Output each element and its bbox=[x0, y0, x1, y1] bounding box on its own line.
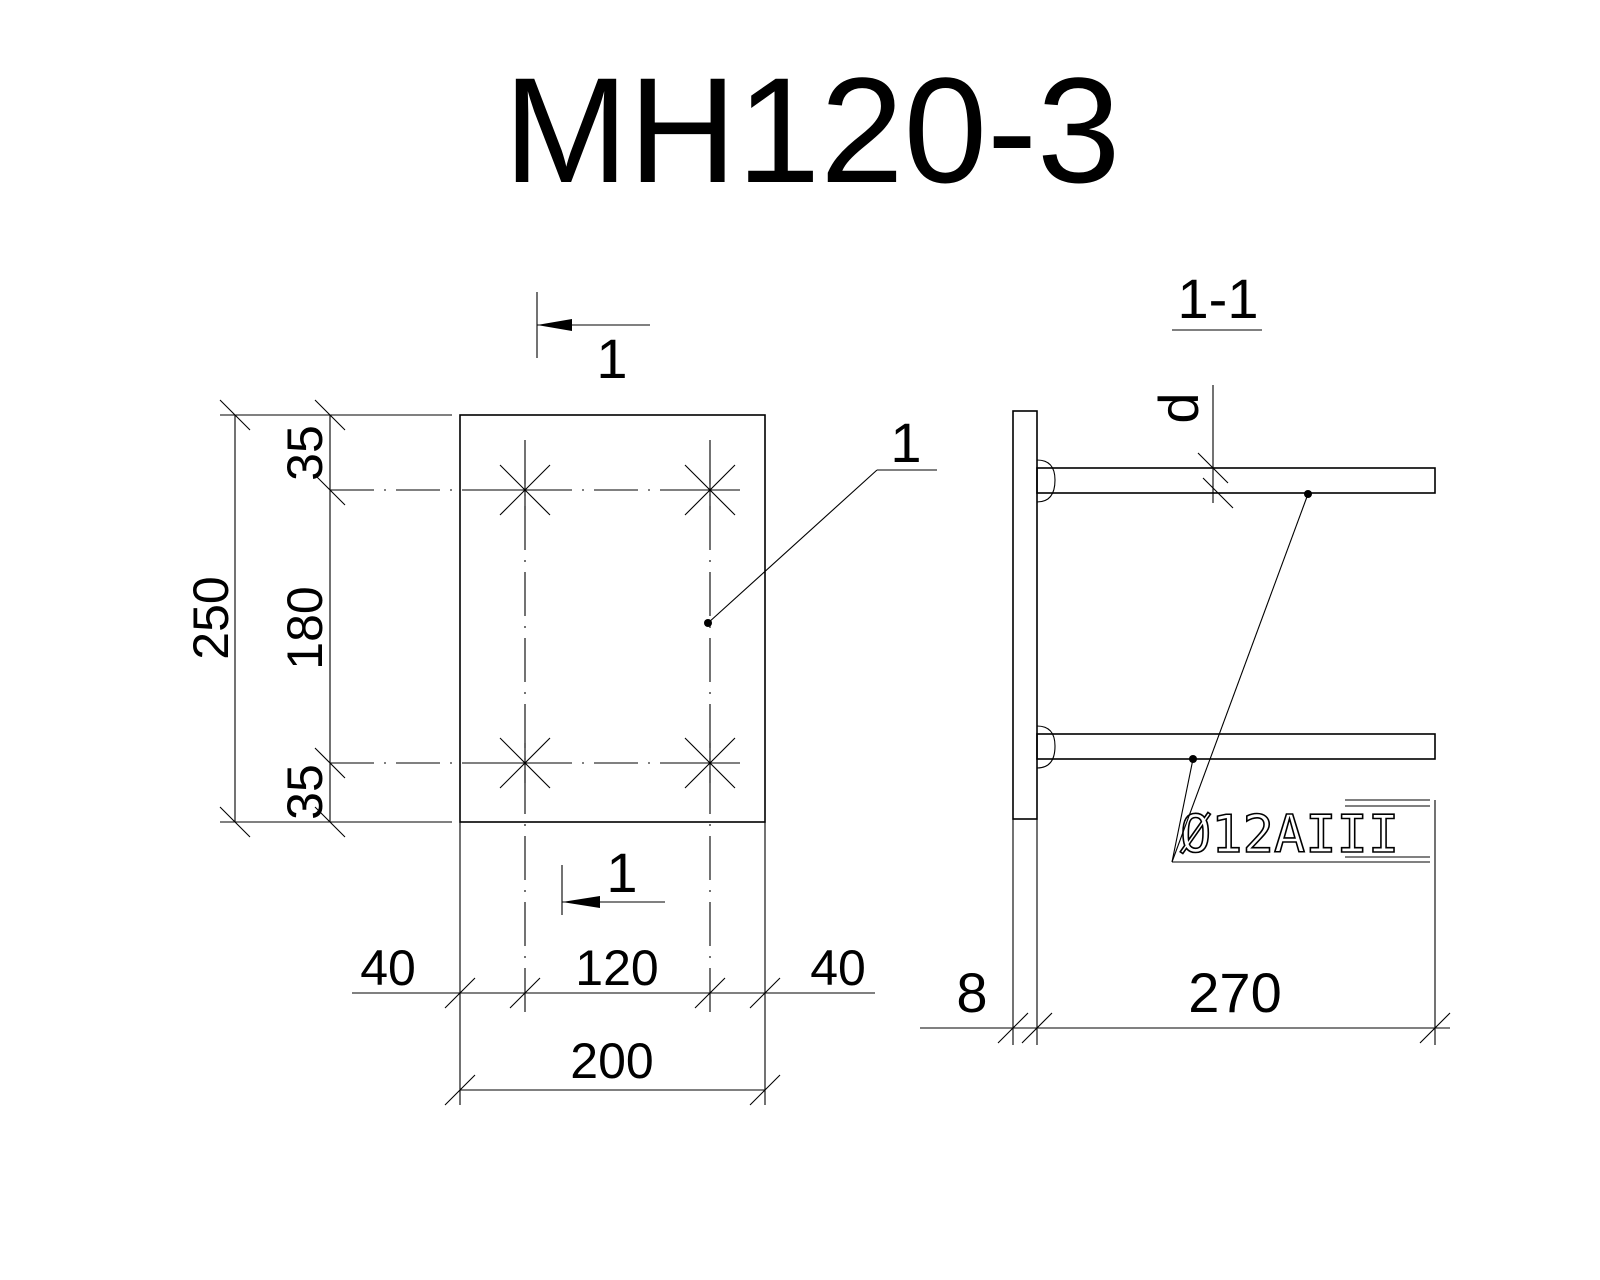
dim-vertical-outer bbox=[219, 399, 452, 838]
dim-left-edge: 40 bbox=[360, 940, 416, 996]
dim-right-edge: 40 bbox=[810, 940, 866, 996]
svg-text:1: 1 bbox=[596, 327, 627, 390]
section-title: 1-1 bbox=[1178, 267, 1259, 330]
dim-plate-thickness: 8 bbox=[956, 961, 987, 1024]
embed-plate-outline bbox=[459, 414, 766, 823]
dim-horizontal-inner bbox=[352, 822, 875, 1105]
dim-vertical-inner bbox=[314, 399, 346, 838]
dim-bottom-edge: 35 bbox=[277, 764, 333, 820]
anchor-symbol-top-right bbox=[684, 464, 736, 516]
dim-bar-spacing-horizontal: 120 bbox=[575, 940, 658, 996]
dim-top-edge: 35 bbox=[277, 425, 333, 481]
dim-bar-spacing-vertical: 180 bbox=[277, 586, 333, 669]
section-view: 1-1 d Ø12AIII bbox=[920, 267, 1451, 1045]
weld-upper bbox=[1036, 459, 1056, 503]
anchor-symbol-bottom-right bbox=[684, 737, 736, 789]
dim-d-label: d bbox=[1147, 392, 1210, 423]
dim-bar-length: 270 bbox=[1188, 961, 1281, 1024]
plan-view: 1 1 1 250 bbox=[183, 292, 937, 1106]
dim-section-horizontal bbox=[920, 800, 1451, 1045]
svg-text:1: 1 bbox=[606, 841, 637, 904]
bar-lower bbox=[1036, 733, 1436, 760]
drawing-title: MH120-3 bbox=[504, 46, 1121, 214]
anchor-symbol-top-left bbox=[499, 464, 551, 516]
dim-width-total: 200 bbox=[570, 1033, 653, 1089]
plate-section bbox=[1012, 410, 1038, 820]
leader-rebar-spec: Ø12AIII bbox=[1171, 490, 1430, 866]
bar-upper bbox=[1036, 467, 1436, 494]
weld-lower bbox=[1036, 725, 1056, 769]
section-cut-marker-top: 1 bbox=[536, 292, 650, 390]
svg-text:1: 1 bbox=[890, 411, 921, 474]
section-cut-marker-bottom: 1 bbox=[561, 841, 665, 915]
dim-bar-diameter bbox=[1197, 385, 1234, 509]
anchor-symbol-bottom-left bbox=[499, 737, 551, 789]
leader-position-1: 1 bbox=[704, 411, 937, 627]
rebar-spec-label: Ø12AIII bbox=[1180, 805, 1399, 865]
dim-horizontal-outer bbox=[444, 1074, 781, 1106]
dim-height-total: 250 bbox=[183, 576, 239, 659]
